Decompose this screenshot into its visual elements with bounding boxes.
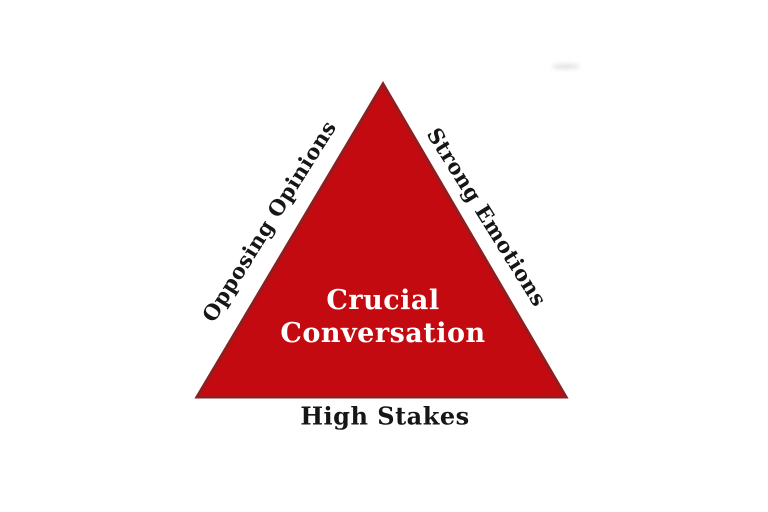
triangle-title: Crucial Conversation [280, 285, 485, 351]
watermark-smudge [552, 64, 580, 69]
bottom-edge-label: High Stakes [300, 401, 470, 431]
triangle-shape [194, 81, 569, 399]
title-line-2: Conversation [280, 318, 486, 349]
title-line-1: Crucial [326, 285, 440, 317]
